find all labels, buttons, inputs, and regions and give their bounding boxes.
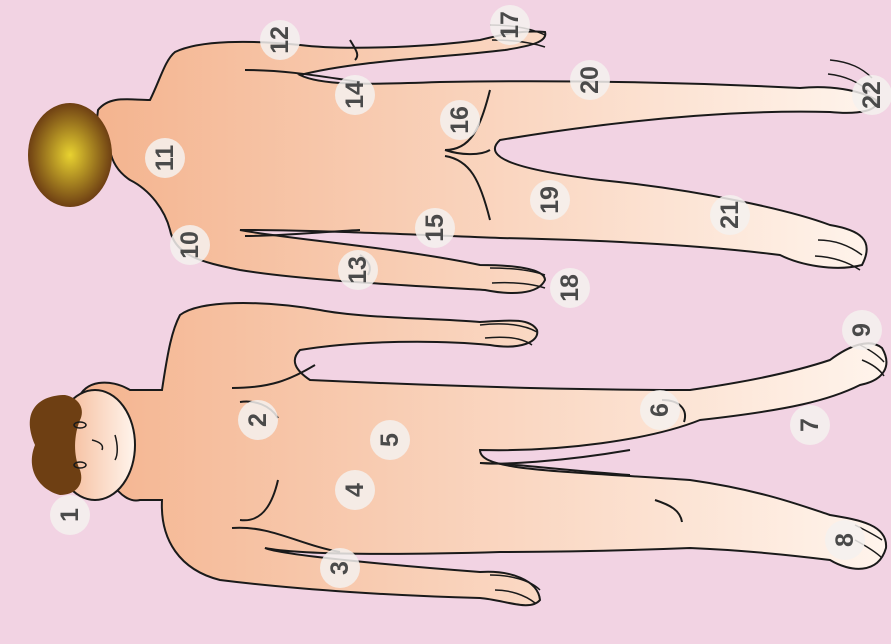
region-marker-label: 22: [858, 81, 886, 109]
region-marker-label: 17: [496, 11, 524, 39]
region-marker-5: 5: [370, 420, 410, 460]
region-marker-label: 1: [56, 508, 84, 522]
region-marker-label: 18: [556, 274, 584, 302]
region-marker-label: 4: [341, 483, 369, 497]
region-marker-label: 6: [646, 403, 674, 417]
region-marker-label: 3: [326, 561, 354, 575]
region-marker-17: 17: [490, 5, 530, 45]
region-marker-label: 14: [341, 81, 369, 109]
region-marker-12: 12: [260, 20, 300, 60]
region-marker-4: 4: [335, 470, 375, 510]
region-marker-20: 20: [570, 60, 610, 100]
region-marker-1: 1: [50, 495, 90, 535]
region-marker-2: 2: [238, 400, 278, 440]
region-marker-label: 20: [576, 66, 604, 94]
region-marker-15: 15: [415, 208, 455, 248]
region-marker-label: 10: [176, 231, 204, 259]
region-marker-3: 3: [320, 548, 360, 588]
region-marker-label: 7: [796, 418, 824, 432]
region-marker-9: 9: [842, 310, 882, 350]
region-marker-7: 7: [790, 405, 830, 445]
region-marker-label: 21: [716, 201, 744, 229]
region-marker-13: 13: [338, 250, 378, 290]
region-marker-label: 15: [421, 214, 449, 242]
region-marker-14: 14: [335, 75, 375, 115]
region-marker-label: 12: [266, 26, 294, 54]
region-marker-10: 10: [170, 225, 210, 265]
region-marker-22: 22: [852, 75, 891, 115]
back-head: [28, 103, 112, 207]
region-marker-label: 9: [848, 323, 876, 337]
region-marker-label: 5: [376, 433, 404, 447]
region-marker-label: 13: [344, 256, 372, 284]
region-marker-16: 16: [440, 100, 480, 140]
region-marker-8: 8: [825, 520, 865, 560]
region-marker-21: 21: [710, 195, 750, 235]
region-marker-11: 11: [145, 138, 185, 178]
region-marker-label: 2: [244, 413, 272, 427]
region-marker-label: 16: [446, 106, 474, 134]
region-marker-label: 19: [536, 186, 564, 214]
region-marker-18: 18: [550, 268, 590, 308]
region-marker-label: 11: [151, 145, 179, 172]
region-marker-6: 6: [640, 390, 680, 430]
region-marker-label: 8: [831, 533, 859, 547]
region-marker-19: 19: [530, 180, 570, 220]
